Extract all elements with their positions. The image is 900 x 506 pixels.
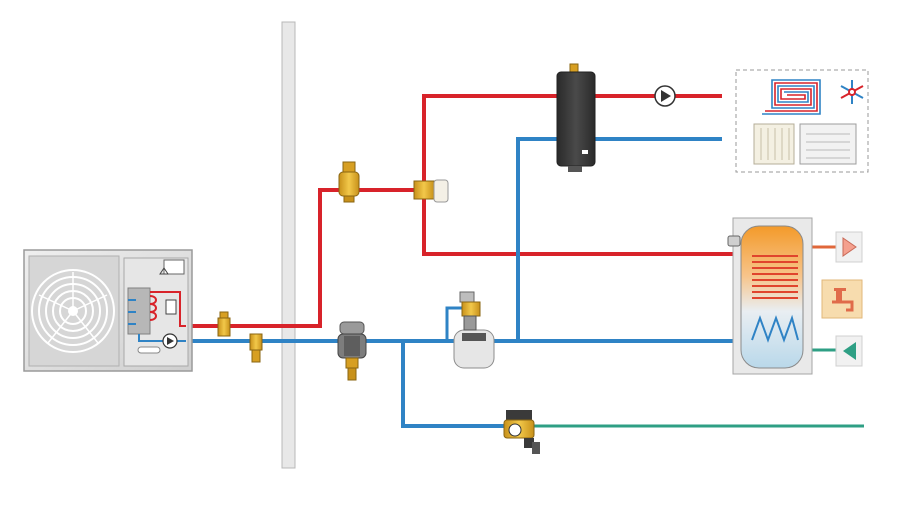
shut-off-valve-icon [217, 311, 231, 337]
heat-pump-outdoor-unit-icon [23, 249, 193, 372]
dhw-heating-coil-icon [751, 255, 799, 343]
faucet-icon [821, 279, 863, 319]
flow-pipe-dhw [422, 190, 745, 256]
strainer-filter-icon [249, 333, 263, 363]
underfloor-heating-icon [762, 79, 821, 115]
return-pipe-expansion [445, 306, 462, 341]
cold-water-inlet-icon [835, 335, 863, 367]
dhw-cylinder-icon [727, 217, 813, 375]
expansion-vessel-icon [453, 291, 495, 369]
return-pipe-heating [516, 137, 722, 341]
safety-valve-icon [338, 161, 360, 203]
flow-pipe-main [186, 188, 424, 328]
flow-pipe-heating [422, 94, 722, 190]
snowflake-icon [840, 80, 864, 104]
circulator-pump-icon [654, 85, 676, 107]
pipes [186, 94, 864, 428]
magnetic-dirt-separator-icon [337, 321, 367, 381]
fan-coil-icon [799, 123, 857, 165]
hot-water-outlet-icon [835, 231, 863, 263]
hydraulic-separator-icon [556, 63, 596, 172]
heat-emitters-box [735, 69, 869, 173]
building-wall [281, 21, 296, 469]
three-way-diverter-valve-icon [413, 179, 449, 203]
temperature-sensor-icon [727, 235, 741, 247]
filling-unit-icon [503, 410, 540, 454]
return-pipe-fill [401, 341, 512, 428]
radiator-icon [753, 123, 795, 165]
